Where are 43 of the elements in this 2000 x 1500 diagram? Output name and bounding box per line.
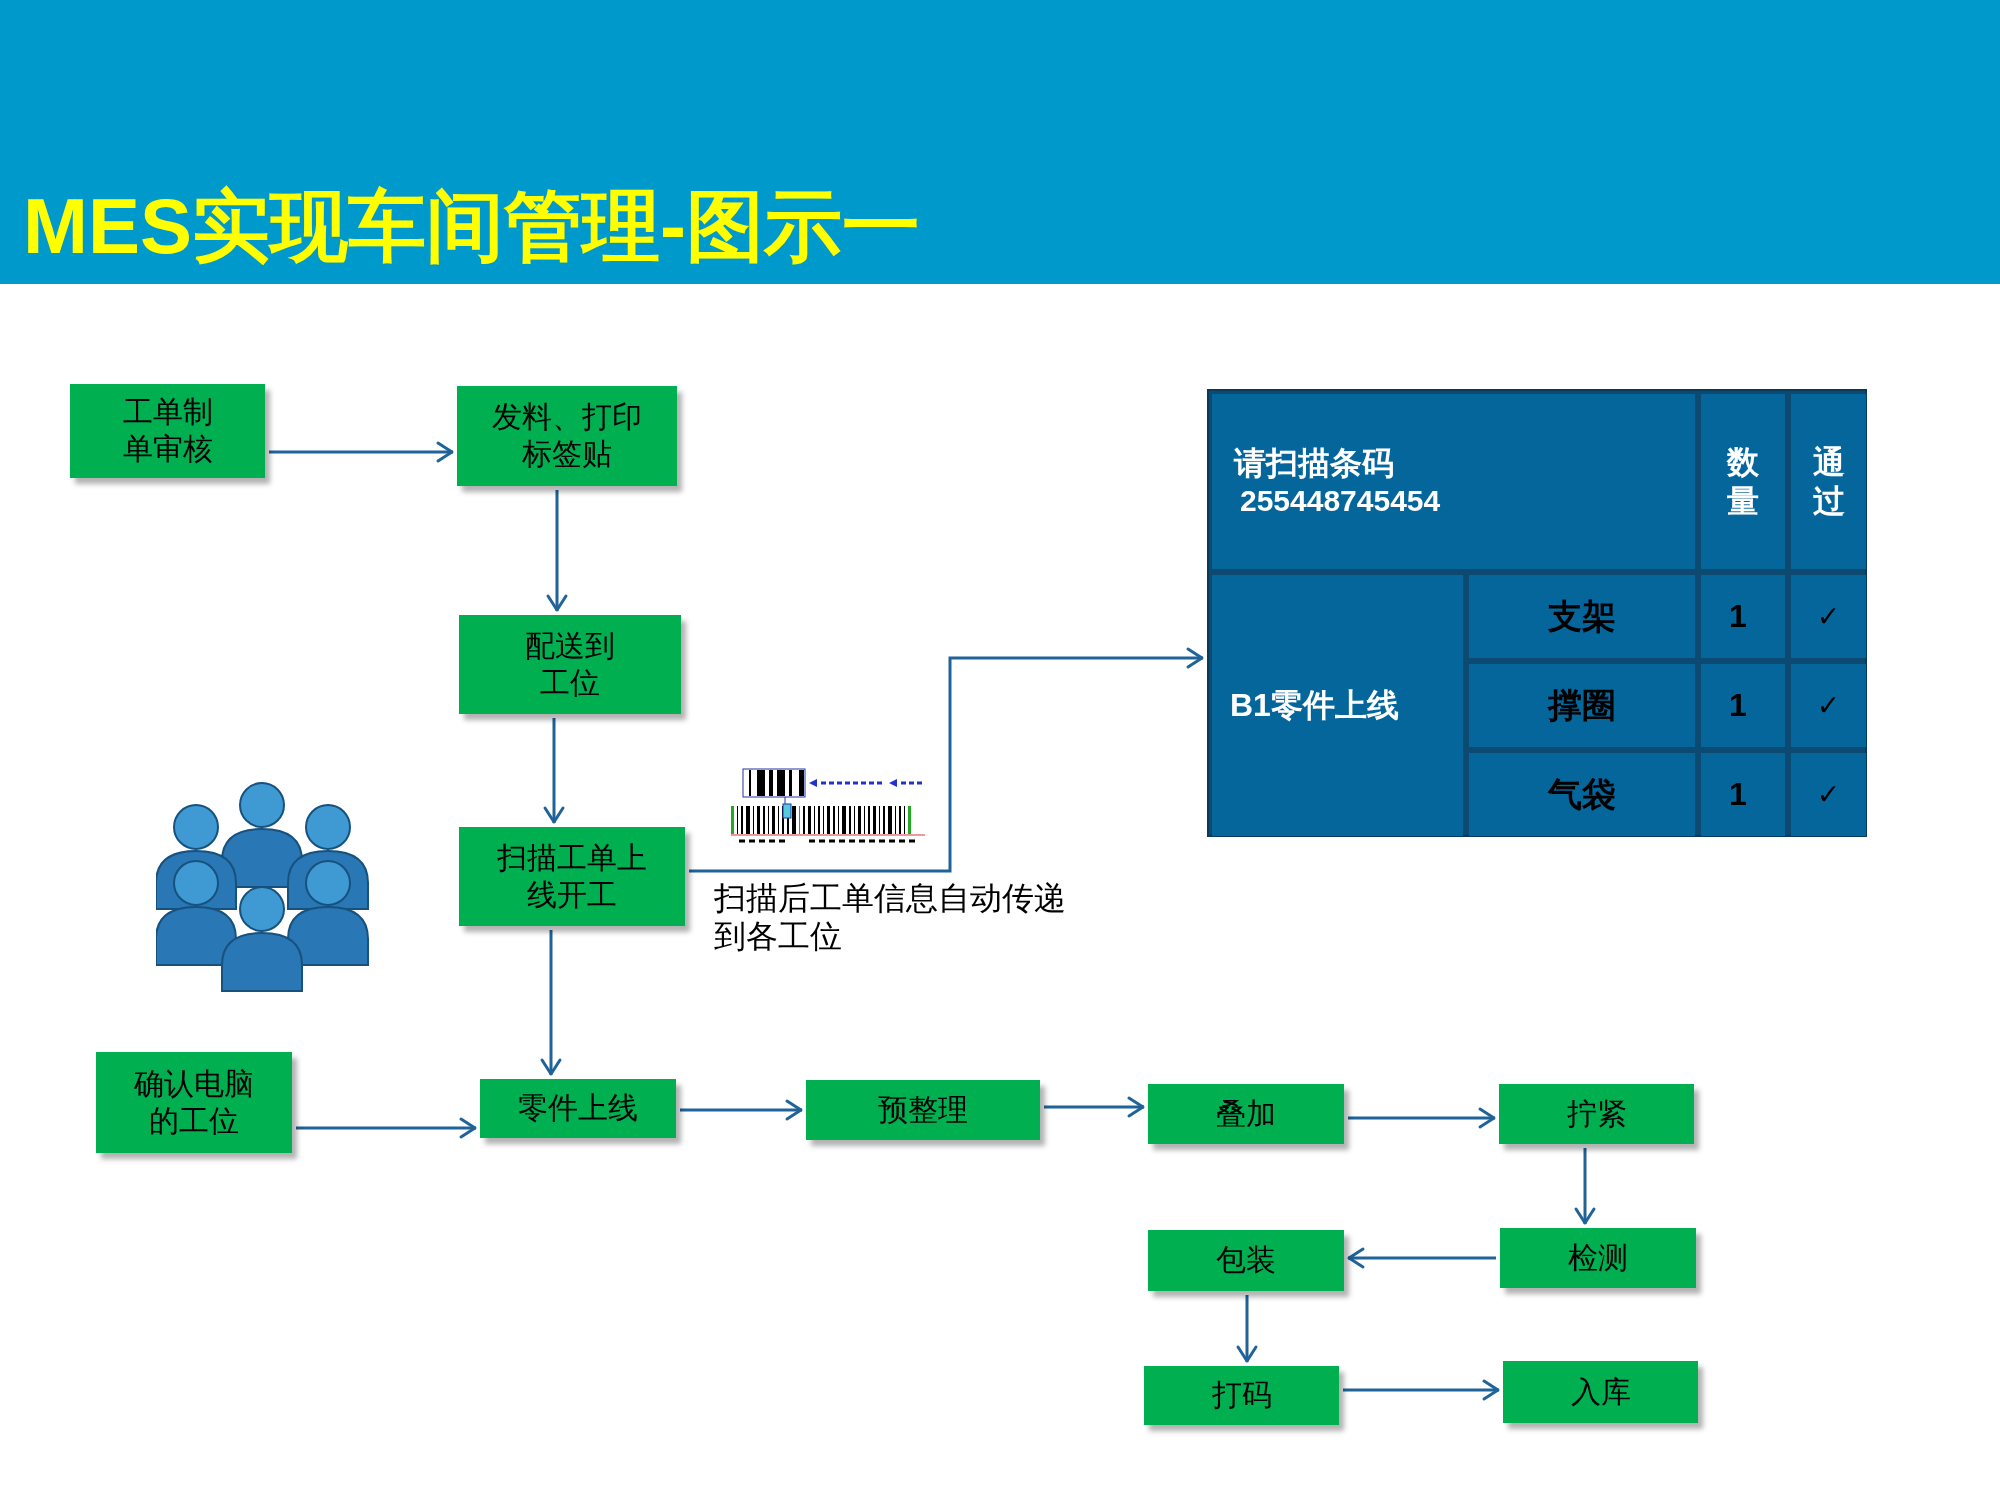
- process-box: 预整理: [806, 1080, 1040, 1140]
- table-cell: 通过: [1791, 394, 1866, 569]
- process-box: 确认电脑的工位: [96, 1052, 292, 1153]
- process-box: 包装: [1148, 1230, 1344, 1291]
- table-cell: 撑圈: [1469, 664, 1695, 747]
- table-cell: [1212, 394, 1695, 569]
- arrow: [680, 1099, 803, 1121]
- process-box: 拧紧: [1499, 1084, 1694, 1144]
- arrow: [689, 647, 1204, 873]
- arrow: [1574, 1148, 1596, 1225]
- process-box: 入库: [1503, 1361, 1698, 1423]
- table-cell: B1零件上线: [1212, 575, 1463, 836]
- arrow: [1343, 1379, 1500, 1401]
- process-box: 打码: [1144, 1366, 1339, 1425]
- arrow: [1347, 1247, 1496, 1269]
- table-cell: 数量: [1701, 394, 1785, 569]
- arrow: [1044, 1096, 1145, 1118]
- process-box: 发料、打印标签贴: [457, 386, 677, 486]
- cell-text: 255448745454: [1240, 482, 1441, 519]
- process-box: 扫描工单上线开工: [459, 827, 685, 926]
- arrow: [543, 718, 565, 824]
- arrow: [269, 441, 454, 463]
- title: MES实现车间管理-图示一: [23, 182, 920, 270]
- process-box: 零件上线: [480, 1079, 676, 1138]
- arrow: [1236, 1295, 1258, 1363]
- table-cell: 支架: [1469, 575, 1695, 658]
- process-box: 检测: [1500, 1228, 1696, 1288]
- table-cell: 1: [1701, 664, 1785, 747]
- table-cell: ✓: [1791, 753, 1866, 836]
- table-cell: 气袋: [1469, 753, 1695, 836]
- table-cell: ✓: [1791, 664, 1866, 747]
- table-cell: 1: [1701, 753, 1785, 836]
- table-cell: 1: [1701, 575, 1785, 658]
- arrow: [546, 490, 568, 612]
- arrow: [540, 930, 562, 1076]
- scan-table: [1207, 389, 1867, 837]
- process-box: 工单制单审核: [70, 384, 265, 478]
- table-cell: ✓: [1791, 575, 1866, 658]
- process-box: 叠加: [1148, 1084, 1344, 1144]
- process-box: 配送到工位: [459, 615, 681, 714]
- arrow: [296, 1117, 477, 1139]
- arrow: [1348, 1107, 1496, 1129]
- cell-text: 请扫描条码: [1234, 443, 1394, 483]
